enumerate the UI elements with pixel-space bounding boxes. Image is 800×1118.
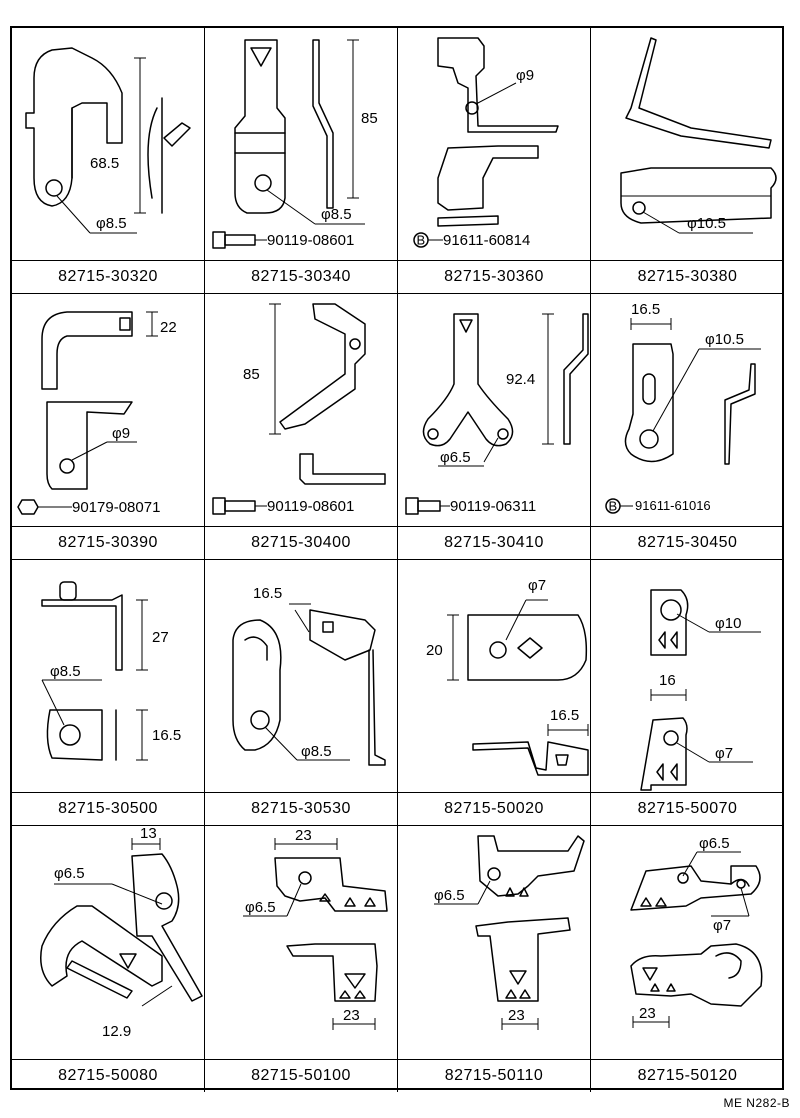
part-number: 82715-30390 (12, 526, 204, 559)
part-number: 82715-50020 (398, 792, 590, 825)
dimension-label: 92.4 (506, 371, 535, 388)
bracket-drawing: 68.5 φ8.5 (25, 47, 191, 234)
bracket-drawing: 23 φ6.5 23 (243, 827, 388, 1030)
part-number: 82715-30340 (205, 260, 397, 293)
part-cell: φ7 20 16.5 82715-50020 (398, 560, 591, 826)
bolt-part-number: 91611-61016 (635, 498, 711, 513)
part-number: 82715-30360 (398, 260, 590, 293)
dimension-label: 16.5 (253, 585, 282, 602)
part-cell: φ10 16 φ7 82715-50070 (591, 560, 784, 826)
dimension-label: 22 (160, 319, 177, 336)
bracket-drawing: 13 φ6.5 12.9 (40, 826, 203, 1040)
part-number: 82715-50070 (591, 792, 784, 825)
dimension-label: 85 (243, 366, 260, 383)
part-number: 82715-50110 (398, 1059, 590, 1092)
part-cell: 27 φ8.5 16.5 82715-30500 (12, 560, 205, 826)
part-cell: φ10.5 82715-30380 (591, 28, 784, 294)
part-cell: 16.5 φ8.5 82715-30530 (205, 560, 398, 826)
dimension-label: 23 (295, 827, 312, 844)
dimension-label: 23 (508, 1007, 525, 1024)
diameter-label: φ10.5 (705, 331, 744, 348)
part-number: 82715-30380 (591, 260, 784, 293)
diameter-label: φ6.5 (54, 865, 85, 882)
diameter-label: φ7 (528, 577, 546, 594)
diameter-label: φ10 (715, 615, 741, 632)
diameter-label: φ8.5 (301, 743, 332, 760)
diameter-label: φ6.5 (245, 899, 276, 916)
dimension-label: 12.9 (102, 1023, 131, 1040)
part-number: 82715-50100 (205, 1059, 397, 1092)
bracket-drawing: φ10.5 (620, 37, 777, 234)
part-cell: 23 φ6.5 23 82715-50100 (205, 826, 398, 1092)
bolt-part-number: 90119-06311 (450, 498, 536, 515)
page-code: ME N282-B (723, 1096, 790, 1110)
bolt-part-number: 90179-08071 (72, 499, 160, 516)
dimension-label: 85 (361, 110, 378, 127)
dimension-label: 23 (639, 1005, 656, 1022)
part-cell: 13 φ6.5 12.9 82715-50080 (12, 826, 205, 1092)
bracket-drawing: φ6.5 23 (434, 835, 585, 1030)
bracket-drawing: 85 90119-08601 (212, 303, 386, 515)
dimension-label: 16 (659, 672, 676, 689)
diameter-label: φ9 (516, 67, 534, 84)
bracket-drawing: φ9 B 91611-60814 (413, 37, 559, 249)
bracket-drawing: 16.5 φ10.5 B 91611-61016 (605, 301, 761, 514)
diameter-label: φ6.5 (434, 887, 465, 904)
dimension-label: 23 (343, 1007, 360, 1024)
part-cell: φ6.5 23 82715-50110 (398, 826, 591, 1092)
part-number: 82715-50120 (591, 1059, 784, 1092)
b-symbol: B (609, 499, 618, 514)
bracket-drawing: 85 φ8.5 90119-08601 (212, 39, 378, 249)
diameter-label: φ10.5 (687, 215, 726, 232)
bracket-drawing: 22 φ9 90179-08071 (17, 311, 177, 516)
part-number: 82715-30450 (591, 526, 784, 559)
part-cell: 16.5 φ10.5 B 91611-61016 82715-30450 (591, 294, 784, 560)
part-cell: 68.5 φ8.5 82715-30320 (12, 28, 205, 294)
dimension-label: 16.5 (631, 301, 660, 318)
bracket-drawing: φ6.5 φ7 23 (630, 835, 763, 1028)
dimension-label: 16.5 (152, 727, 181, 744)
diameter-label: φ8.5 (96, 215, 127, 232)
dimension-label: 20 (426, 642, 443, 659)
b-symbol: B (417, 233, 426, 248)
diameter-label: φ9 (112, 425, 130, 442)
part-cell: φ9 B 91611-60814 82715-30360 (398, 28, 591, 294)
bolt-part-number: 90119-08601 (267, 498, 354, 515)
part-cell: 22 φ9 90179-08071 82715-30390 (12, 294, 205, 560)
part-cell: 85 φ8.5 90119-08601 82715-30340 (205, 28, 398, 294)
part-number: 82715-50080 (12, 1059, 204, 1092)
part-number: 82715-30320 (12, 260, 204, 293)
bracket-drawing: 27 φ8.5 16.5 (41, 581, 181, 761)
dimension-label: 16.5 (550, 707, 579, 724)
part-number: 82715-30500 (12, 792, 204, 825)
part-number: 82715-30530 (205, 792, 397, 825)
diameter-label: φ8.5 (50, 663, 81, 680)
dimension-label: 27 (152, 629, 169, 646)
part-cell: 85 90119-08601 82715-30400 (205, 294, 398, 560)
part-number: 82715-30400 (205, 526, 397, 559)
diameter-label: φ6.5 (440, 449, 471, 466)
diameter-label: φ8.5 (321, 206, 352, 223)
diameter-label: φ6.5 (699, 835, 730, 852)
dimension-label: 13 (140, 826, 157, 842)
parts-grid: 68.5 φ8.5 82715-30320 85 φ8.5 90119-0860… (10, 26, 784, 1092)
bracket-drawing: φ6.5 92.4 90119-06311 (405, 313, 589, 515)
bolt-part-number: 90119-08601 (267, 232, 354, 249)
bolt-part-number: 91611-60814 (443, 232, 530, 249)
part-number: 82715-30410 (398, 526, 590, 559)
diameter-label: φ7 (713, 917, 731, 934)
diameter-label: φ7 (715, 745, 733, 762)
dimension-label: 68.5 (90, 155, 119, 172)
bracket-drawing: φ7 20 16.5 (426, 577, 589, 776)
part-cell: φ6.5 92.4 90119-06311 82715-30410 (398, 294, 591, 560)
part-cell: φ6.5 φ7 23 82715-50120 (591, 826, 784, 1092)
bracket-drawing: 16.5 φ8.5 (232, 585, 386, 766)
bracket-drawing: φ10 16 φ7 (640, 589, 761, 791)
